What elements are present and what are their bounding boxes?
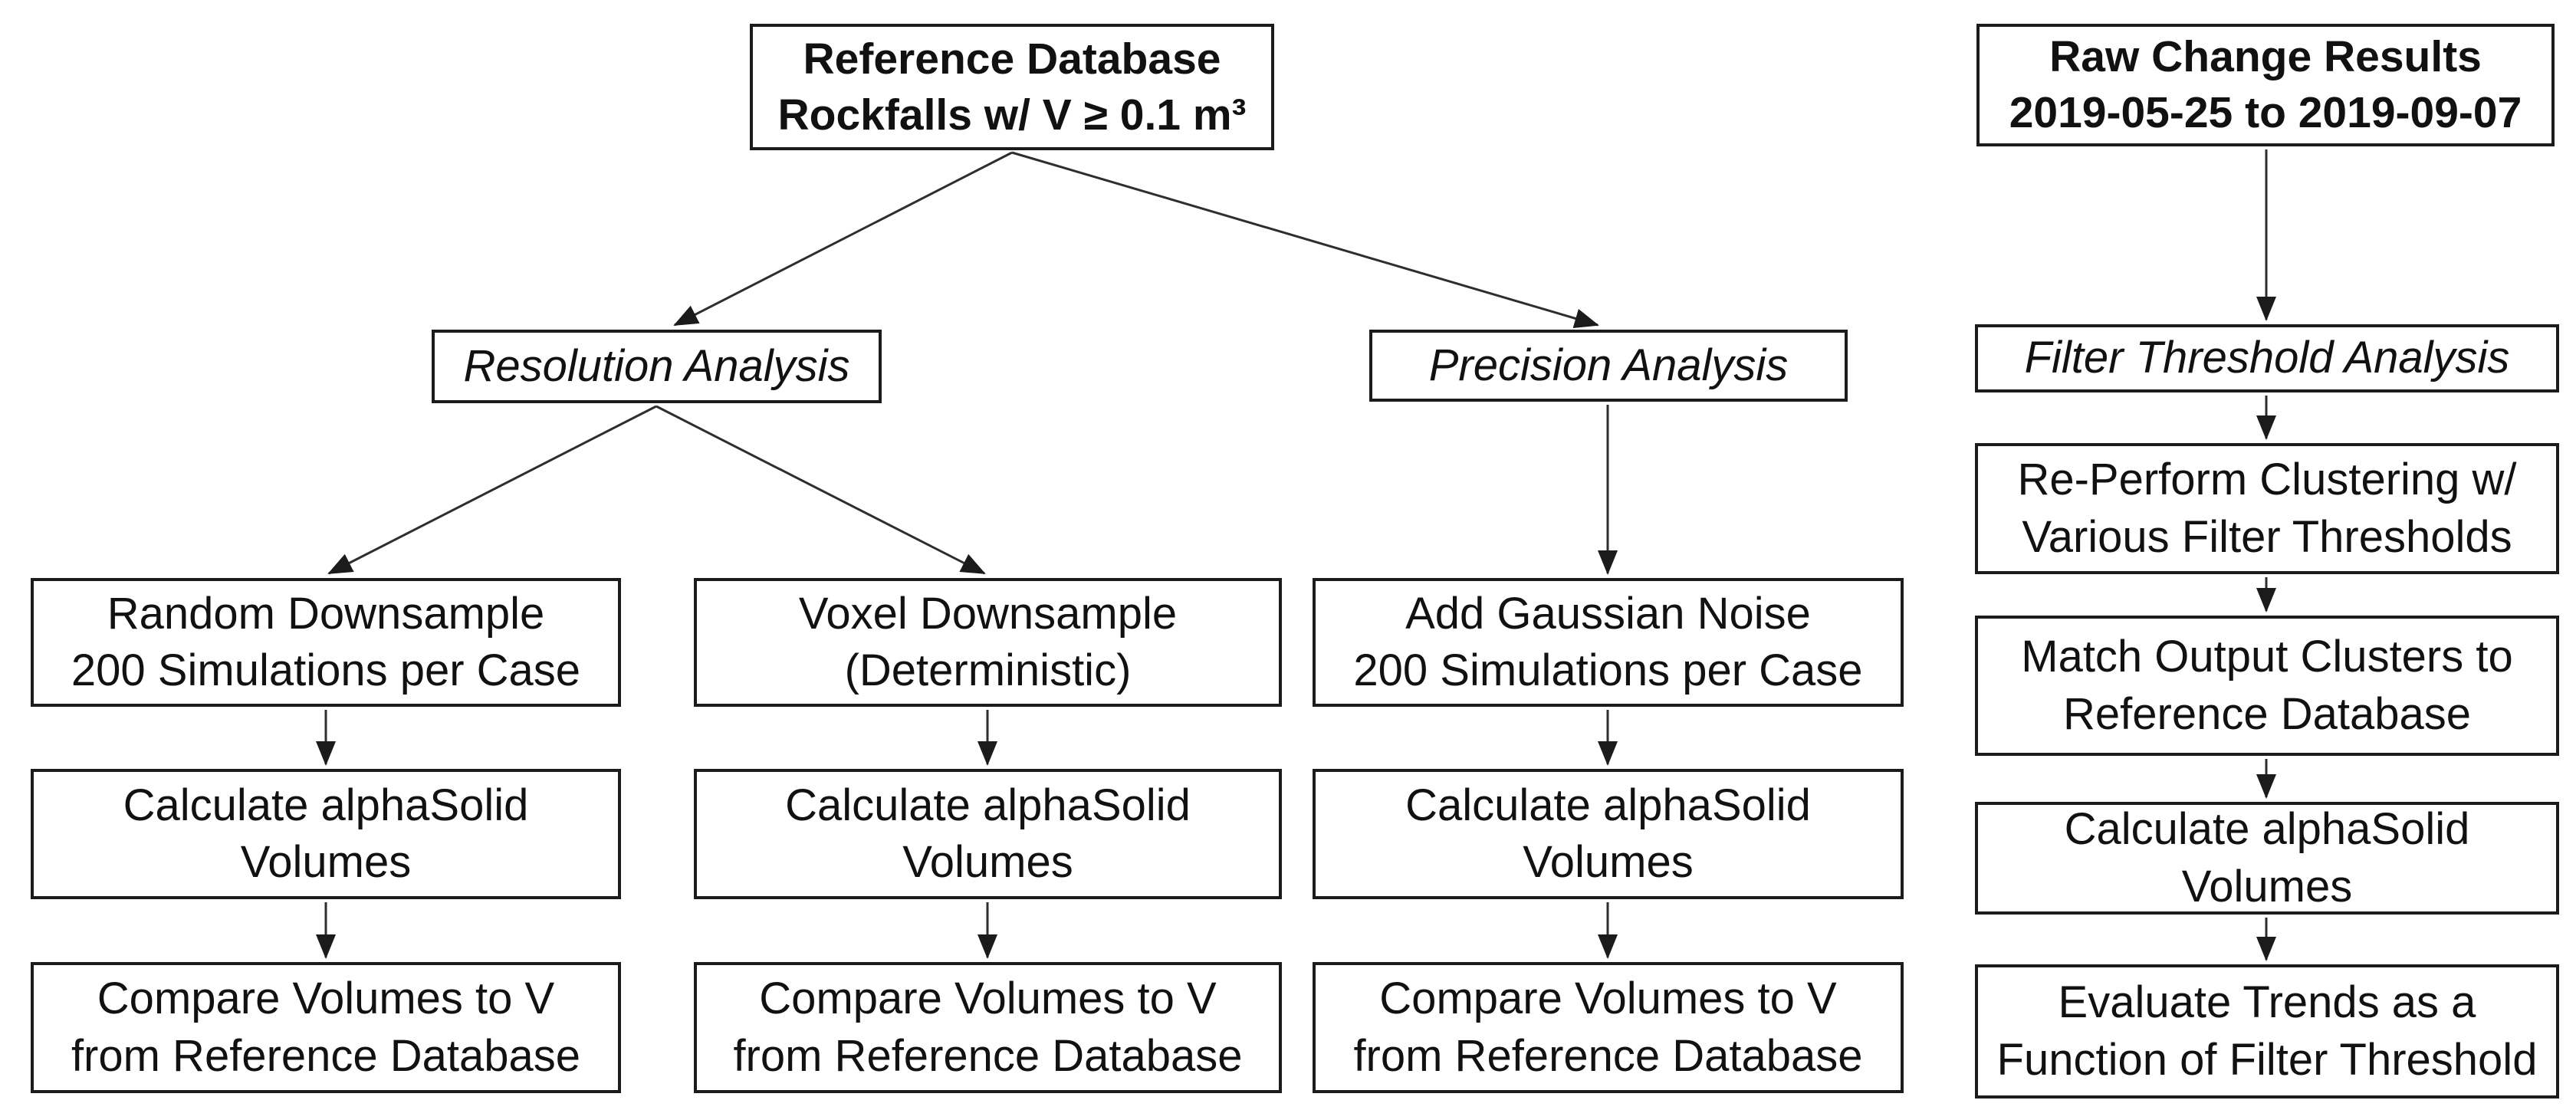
node-calc-volumes-voxel: Calculate alphaSolid Volumes [694,769,1282,899]
node-raw-change-results: Raw Change Results 2019-05-25 to 2019-09… [1976,24,2555,146]
node-calc-volumes-filter: Calculate alphaSolid Volumes [1975,802,2559,915]
node-compare-volumes-random: Compare Volumes to V from Reference Data… [31,962,621,1093]
arrow-refdb-to-resolution [673,151,1013,327]
arrow-resolution-to-voxel [656,405,986,575]
node-compare-volumes-noise: Compare Volumes to V from Reference Data… [1313,962,1904,1093]
arrow-refdb-to-precision [1011,151,1599,328]
node-calc-volumes-noise: Calculate alphaSolid Volumes [1313,769,1904,899]
node-resolution-analysis: Resolution Analysis [432,330,882,403]
node-filter-threshold-analysis: Filter Threshold Analysis [1975,324,2559,392]
node-match-clusters: Match Output Clusters to Reference Datab… [1975,616,2559,756]
node-reference-database: Reference Database Rockfalls w/ V ≥ 0.1 … [750,24,1274,150]
node-voxel-downsample: Voxel Downsample (Deterministic) [694,578,1282,707]
node-calc-volumes-random: Calculate alphaSolid Volumes [31,769,621,899]
arrow-resolution-to-random [327,405,657,575]
node-add-gaussian-noise: Add Gaussian Noise 200 Simulations per C… [1313,578,1904,707]
node-random-downsample: Random Downsample 200 Simulations per Ca… [31,578,621,707]
node-evaluate-trends: Evaluate Trends as a Function of Filter … [1975,964,2559,1099]
node-reperform-clustering: Re-Perform Clustering w/ Various Filter … [1975,443,2559,574]
node-precision-analysis: Precision Analysis [1369,330,1848,402]
node-compare-volumes-voxel: Compare Volumes to V from Reference Data… [694,962,1282,1093]
